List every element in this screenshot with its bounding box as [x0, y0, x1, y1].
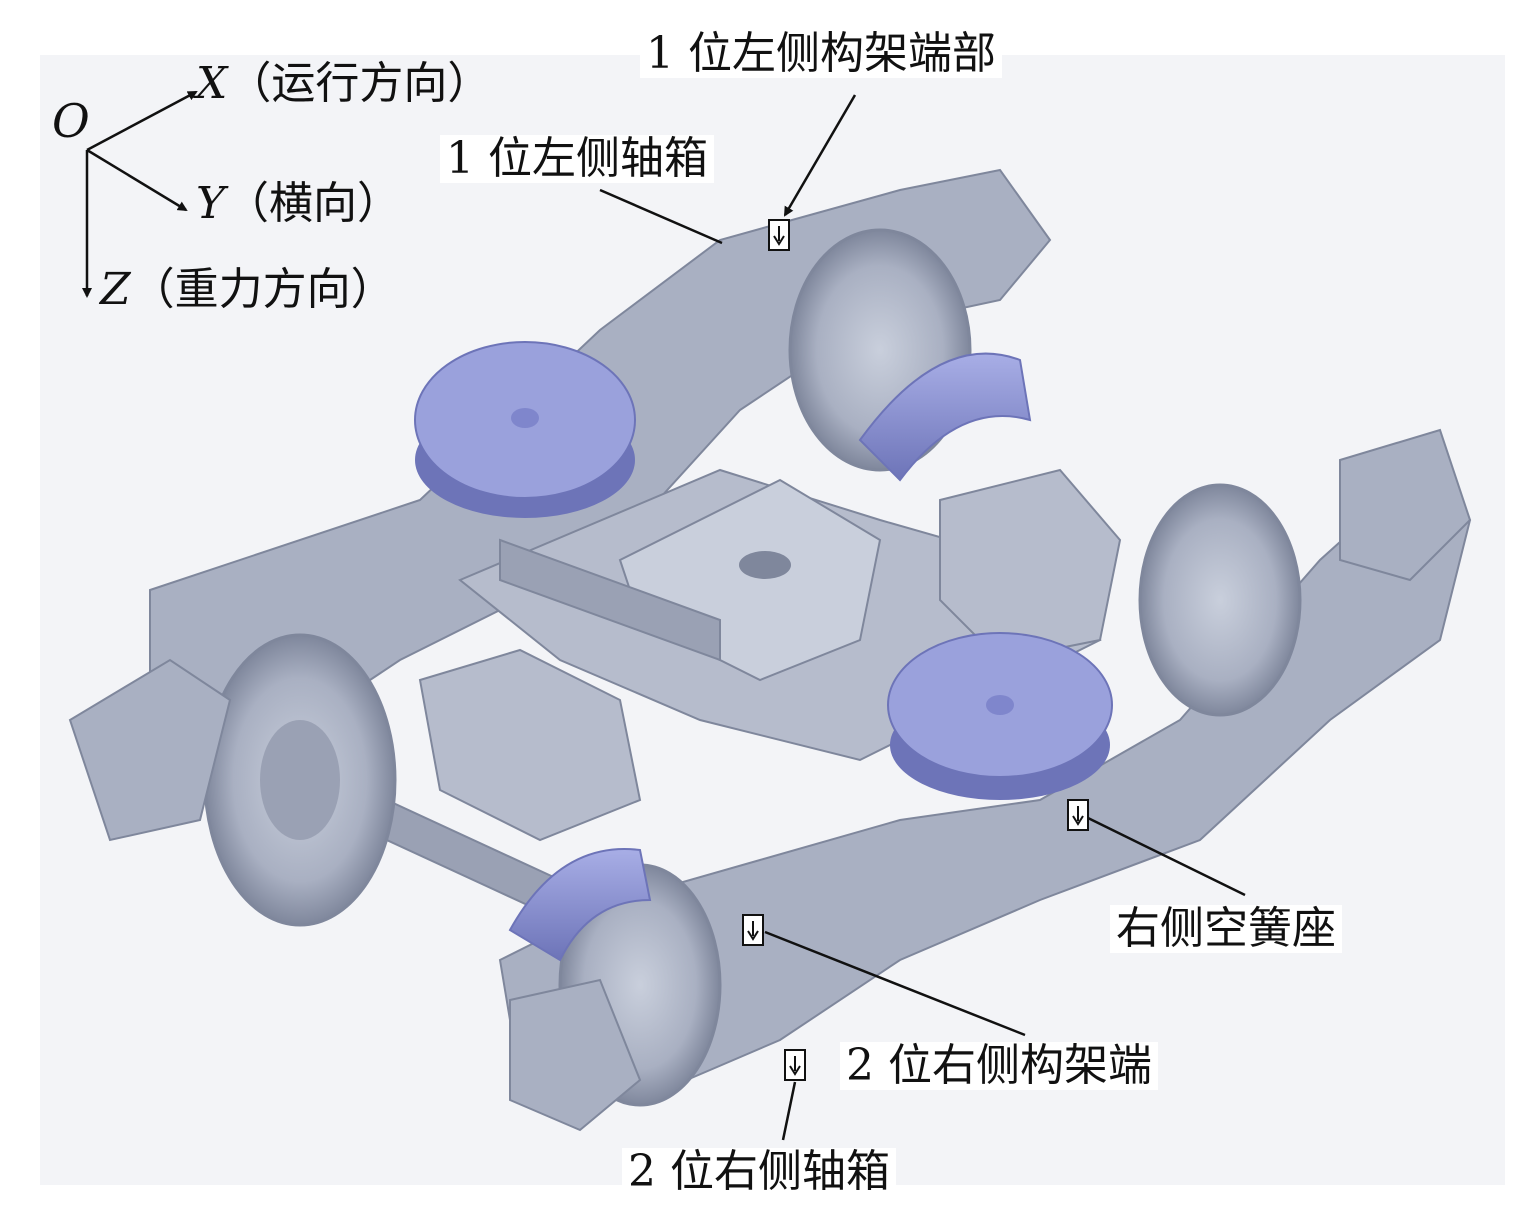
axis-y-label: Y（横向） — [196, 182, 401, 226]
sensor-marker-air-spring-right — [1067, 799, 1089, 831]
frame-ends — [68, 428, 1472, 1132]
callout-frame-end-1-left: 1 位左侧构架端部 — [640, 30, 1002, 78]
sensor-marker-frame-end-2 — [742, 914, 764, 946]
leader-axlebox-1 — [599, 188, 723, 245]
axis-y-desc: （横向） — [225, 178, 402, 229]
wheel-back-right — [1138, 483, 1302, 717]
brake-cover-back — [858, 352, 1032, 482]
end-left — [68, 658, 232, 842]
brake-covers — [508, 352, 1032, 962]
axis-y-letter: Y — [196, 178, 226, 229]
axis-x-desc: （运行方向） — [227, 58, 492, 109]
motors — [418, 468, 1122, 842]
axis-z-desc: （重力方向） — [130, 264, 395, 315]
leader-lines — [599, 94, 1246, 1141]
callout-frame-end-2-right: 2 位右侧构架端 — [840, 1042, 1158, 1090]
wheel-front-left-hub — [260, 720, 340, 840]
motor-back — [939, 468, 1122, 662]
callout-axlebox-1-left: 1 位左侧轴箱 — [440, 135, 714, 183]
air-spring-left — [414, 341, 636, 518]
end-right-front — [509, 978, 642, 1132]
axis-x-label: X（运行方向） — [196, 62, 491, 106]
brake-cover-front — [508, 848, 652, 962]
coordinate-axes — [82, 90, 198, 298]
end-right-back — [1339, 428, 1472, 582]
air-spring-right — [887, 632, 1113, 800]
axis-z-label: Z（重力方向） — [100, 268, 395, 312]
callout-axlebox-2-right: 2 位右侧轴箱 — [622, 1148, 896, 1196]
callout-air-spring-seat-right: 右侧空簧座 — [1110, 905, 1342, 953]
leader-frame-end-2 — [764, 930, 1026, 1037]
sensor-marker-axlebox-2 — [784, 1049, 806, 1081]
leader-air-spring-right — [1087, 816, 1246, 897]
leader-axlebox-2 — [781, 1081, 797, 1141]
sensor-markers — [742, 219, 1089, 1081]
air-springs — [414, 341, 1113, 800]
sensor-marker-frame-end-1 — [768, 219, 790, 251]
axis-x-letter: X — [196, 58, 228, 109]
axis-x-arrow — [86, 90, 198, 152]
axle-back — [499, 538, 721, 662]
axis-z-letter: Z — [100, 264, 131, 315]
leader-frame-end-1 — [783, 94, 857, 217]
center-pivot — [739, 551, 791, 579]
axis-origin-label: O — [52, 94, 90, 148]
motor-front — [418, 648, 642, 842]
axis-y-arrow — [86, 148, 188, 212]
